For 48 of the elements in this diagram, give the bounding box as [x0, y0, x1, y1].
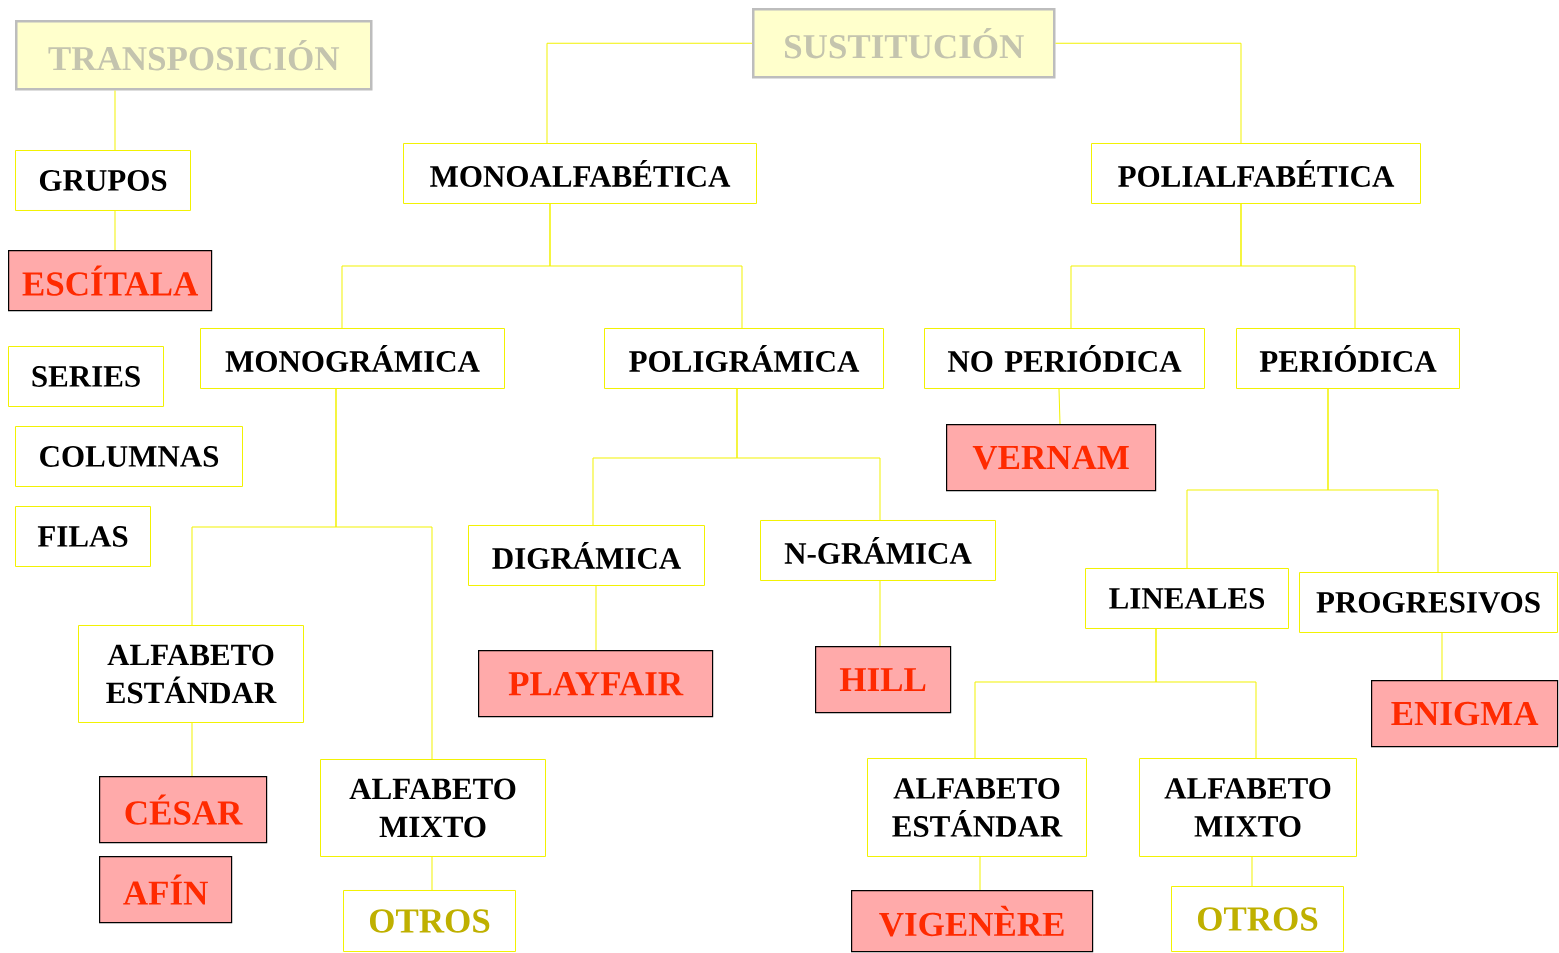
category-box: N-GRÁMICA	[760, 520, 996, 581]
category-box: POLIGRÁMICA	[604, 328, 884, 389]
connector-line	[1155, 628, 1257, 759]
connector-line	[1055, 42, 1242, 144]
category-box: PROGRESIVOS	[1299, 572, 1558, 633]
example-box: HILL	[815, 646, 952, 714]
category-box: FILAS	[15, 506, 151, 567]
connector-line	[1441, 632, 1443, 681]
category-box: LINEALES	[1085, 568, 1289, 629]
category-box: SERIES	[8, 346, 164, 407]
example-box: PLAYFAIR	[478, 650, 714, 718]
category-box: MONOGRÁMICA	[200, 328, 505, 389]
category-box: COLUMNAS	[15, 426, 243, 487]
connector-line	[1251, 856, 1253, 887]
title-box: TRANSPOSICIÓN	[15, 20, 373, 91]
category-box: GRUPOS	[15, 150, 191, 211]
connector-line	[191, 722, 193, 777]
category-box: ALFABETO ESTÁNDAR	[867, 758, 1087, 857]
category-box: PERIÓDICA	[1236, 328, 1460, 389]
connector-line	[335, 388, 433, 760]
example-box: VIGENÈRE	[851, 890, 1094, 953]
example-box: ENIGMA	[1371, 680, 1559, 748]
connector-line	[879, 580, 881, 647]
example-box: OTROS	[1171, 886, 1344, 952]
title-box: SUSTITUCIÓN	[752, 8, 1056, 79]
connector-line	[979, 856, 981, 891]
category-box: DIGRÁMICA	[468, 525, 705, 586]
connector-line	[595, 585, 597, 651]
category-box: ALFABETO MIXTO	[1139, 758, 1357, 857]
example-box: VERNAM	[946, 424, 1157, 492]
connector-line	[1058, 388, 1061, 425]
connector-line	[546, 42, 753, 144]
category-box: NO PERIÓDICA	[924, 328, 1205, 389]
example-box: ESCÍTALA	[8, 250, 213, 312]
connector-line	[431, 856, 433, 891]
connector-line	[1240, 203, 1356, 329]
connector-line	[549, 203, 743, 329]
example-box: OTROS	[343, 890, 516, 952]
category-box: ALFABETO MIXTO	[320, 759, 546, 857]
example-box: CÉSAR	[99, 776, 268, 844]
connector-line	[736, 388, 881, 521]
example-box: AFÍN	[99, 856, 233, 924]
category-box: POLIALFABÉTICA	[1091, 143, 1421, 204]
connector-line	[114, 210, 116, 251]
connector-line	[1327, 388, 1439, 573]
category-box: ALFABETO ESTÁNDAR	[78, 625, 304, 723]
connector-line	[114, 90, 116, 151]
category-box: MONOALFABÉTICA	[403, 143, 757, 204]
